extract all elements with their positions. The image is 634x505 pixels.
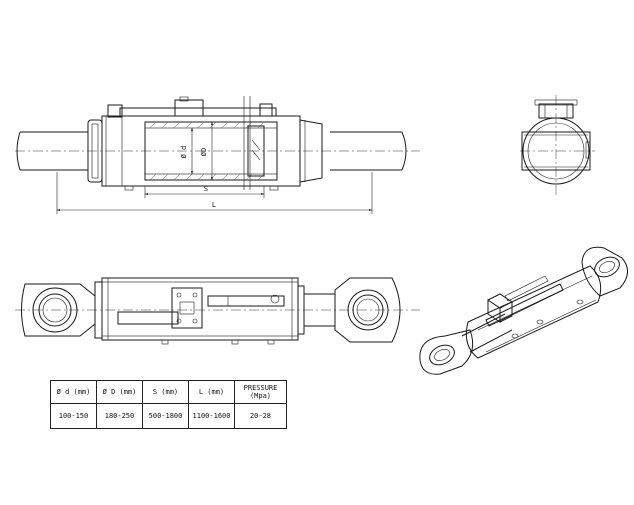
- spec-header-length: L (mm): [188, 380, 235, 404]
- spec-value-length: 1100-1600: [188, 403, 235, 429]
- spec-table: Ø d (mm) Ø D (mm) S (mm) L (mm) PRESSURE…: [50, 380, 287, 429]
- front-label-stroke: S: [204, 185, 208, 193]
- spec-value-stroke: 500-1800: [142, 403, 189, 429]
- front-section-view: Ø d ØD S L: [15, 96, 420, 214]
- spec-value-bore-diameter: 180-250: [96, 403, 143, 429]
- plan-top-view: [15, 277, 420, 345]
- spec-table-header-row: Ø d (mm) Ø D (mm) S (mm) L (mm) PRESSURE…: [50, 380, 287, 404]
- front-label-rod-diameter: Ø d: [180, 146, 188, 159]
- side-end-view: [520, 95, 595, 195]
- spec-header-pressure: PRESSURE (Mpa): [234, 380, 287, 404]
- spec-header-stroke: S (mm): [142, 380, 189, 404]
- spec-value-rod-diameter: 100-150: [50, 403, 97, 429]
- isometric-view: [419, 246, 628, 375]
- spec-header-bore-diameter: Ø D (mm): [96, 380, 143, 404]
- front-label-length: L: [212, 201, 216, 209]
- spec-table-value-row: 100-150 180-250 500-1800 1100-1600 20-28: [50, 403, 287, 429]
- spec-value-pressure: 20-28: [234, 403, 287, 429]
- front-label-bore-diameter: ØD: [200, 148, 208, 156]
- spec-header-rod-diameter: Ø d (mm): [50, 380, 97, 404]
